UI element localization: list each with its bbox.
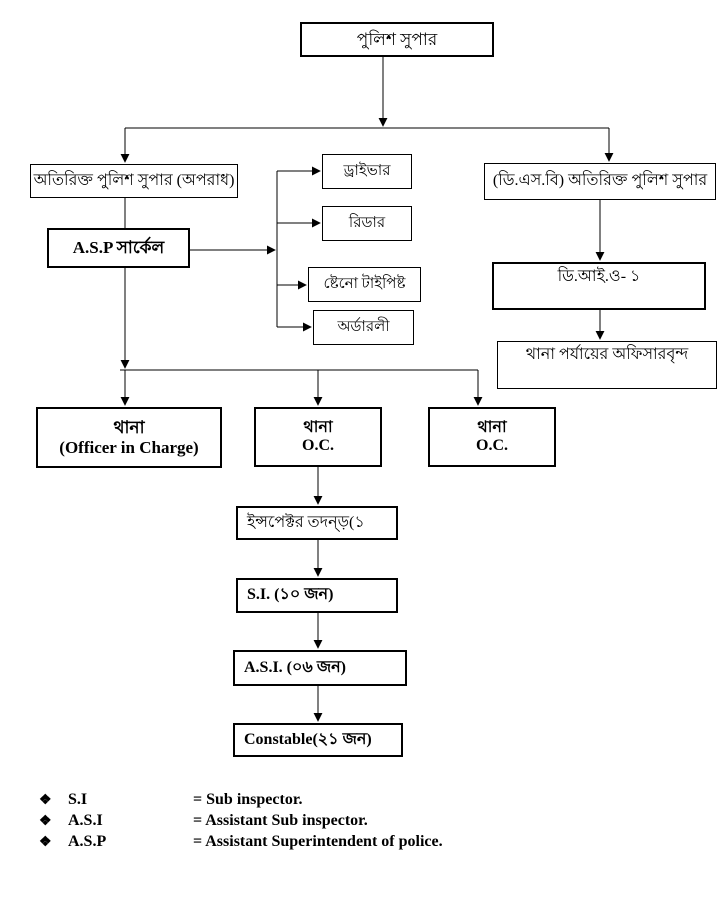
- node-label: A.S.P সার্কেল: [72, 238, 165, 258]
- node-label: ড্রাইভার: [343, 162, 391, 179]
- node-label: Constable(২১ জন): [244, 730, 372, 748]
- node-constable: Constable(২১ জন): [233, 723, 403, 757]
- node-label-line1: থানা: [303, 418, 333, 436]
- node-label-line1: থানা: [477, 418, 507, 436]
- legend-abbr: A.S.P: [68, 833, 107, 850]
- node-additional-police-super-crime: অতিরিক্ত পুলিশ সুপার (অপরাধ): [30, 164, 238, 198]
- node-assistant-sub-inspector: A.S.I. (০৬ জন): [233, 650, 407, 686]
- node-label: থানা পর্যায়ের অফিসারবৃন্দ: [525, 346, 689, 363]
- node-label: (ডি.এস.বি) অতিরিক্ত পুলিশ সুপার: [492, 172, 708, 190]
- node-label: অতিরিক্ত পুলিশ সুপার (অপরাধ): [33, 171, 235, 189]
- connector-group: [120, 57, 614, 722]
- node-dsb-additional-police-super: (ডি.এস.বি) অতিরিক্ত পুলিশ সুপার: [484, 163, 716, 200]
- legend-item-asp: ❖ A.S.P = Assistant Superintendent of po…: [39, 833, 443, 854]
- node-label-line2: (Officer in Charge): [59, 437, 199, 457]
- legend: ❖ S.I = Sub inspector. ❖ A.S.I = Assista…: [39, 791, 443, 854]
- node-label-line2: O.C.: [302, 437, 334, 454]
- node-sub-inspector: S.I. (১০ জন): [236, 578, 398, 613]
- node-label: A.S.I. (০৬ জন): [244, 658, 347, 676]
- node-label: ইন্সপেক্টর তদন্ড়(১: [247, 513, 365, 531]
- diamond-bullet-icon: ❖: [39, 835, 52, 850]
- node-orderly: অর্ডারলী: [313, 310, 414, 345]
- legend-item-asi: ❖ A.S.I = Assistant Sub inspector.: [39, 812, 443, 833]
- node-thana-officer-in-charge: থানা (Officer in Charge): [36, 407, 222, 468]
- node-label-line1: থানা: [113, 417, 145, 437]
- diamond-bullet-icon: ❖: [39, 814, 52, 829]
- legend-definition: = Assistant Sub inspector.: [193, 812, 368, 829]
- node-reader: রিডার: [322, 206, 412, 241]
- node-thana-oc-middle: থানা O.C.: [254, 407, 382, 467]
- node-thana-oc-right: থানা O.C.: [428, 407, 556, 467]
- legend-abbr: S.I: [68, 791, 88, 808]
- node-steno-typist: ষ্টেনো টাইপিষ্ট: [308, 267, 421, 302]
- node-dio-1: ডি.আই.ও- ১: [492, 262, 706, 310]
- node-label: ডি.আই.ও- ১: [557, 268, 641, 285]
- diamond-bullet-icon: ❖: [39, 793, 52, 808]
- node-label: রিডার: [348, 214, 386, 231]
- node-driver: ড্রাইভার: [322, 154, 412, 189]
- node-label: S.I. (১০ জন): [247, 586, 334, 604]
- node-asp-circle: A.S.P সার্কেল: [47, 228, 190, 268]
- node-police-super: পুলিশ সুপার: [300, 22, 494, 57]
- node-thana-level-officers: থানা পর্যায়ের অফিসারবৃন্দ: [497, 341, 717, 389]
- legend-definition: = Assistant Superintendent of police.: [193, 833, 443, 850]
- node-label: পুলিশ সুপার: [356, 29, 438, 49]
- node-inspector-investigation: ইন্সপেক্টর তদন্ড়(১: [236, 506, 398, 540]
- node-label: অর্ডারলী: [337, 318, 390, 335]
- legend-abbr: A.S.I: [68, 812, 103, 829]
- node-label-line2: O.C.: [476, 437, 508, 454]
- legend-definition: = Sub inspector.: [193, 791, 303, 808]
- legend-item-si: ❖ S.I = Sub inspector.: [39, 791, 443, 812]
- node-label: ষ্টেনো টাইপিষ্ট: [323, 275, 406, 292]
